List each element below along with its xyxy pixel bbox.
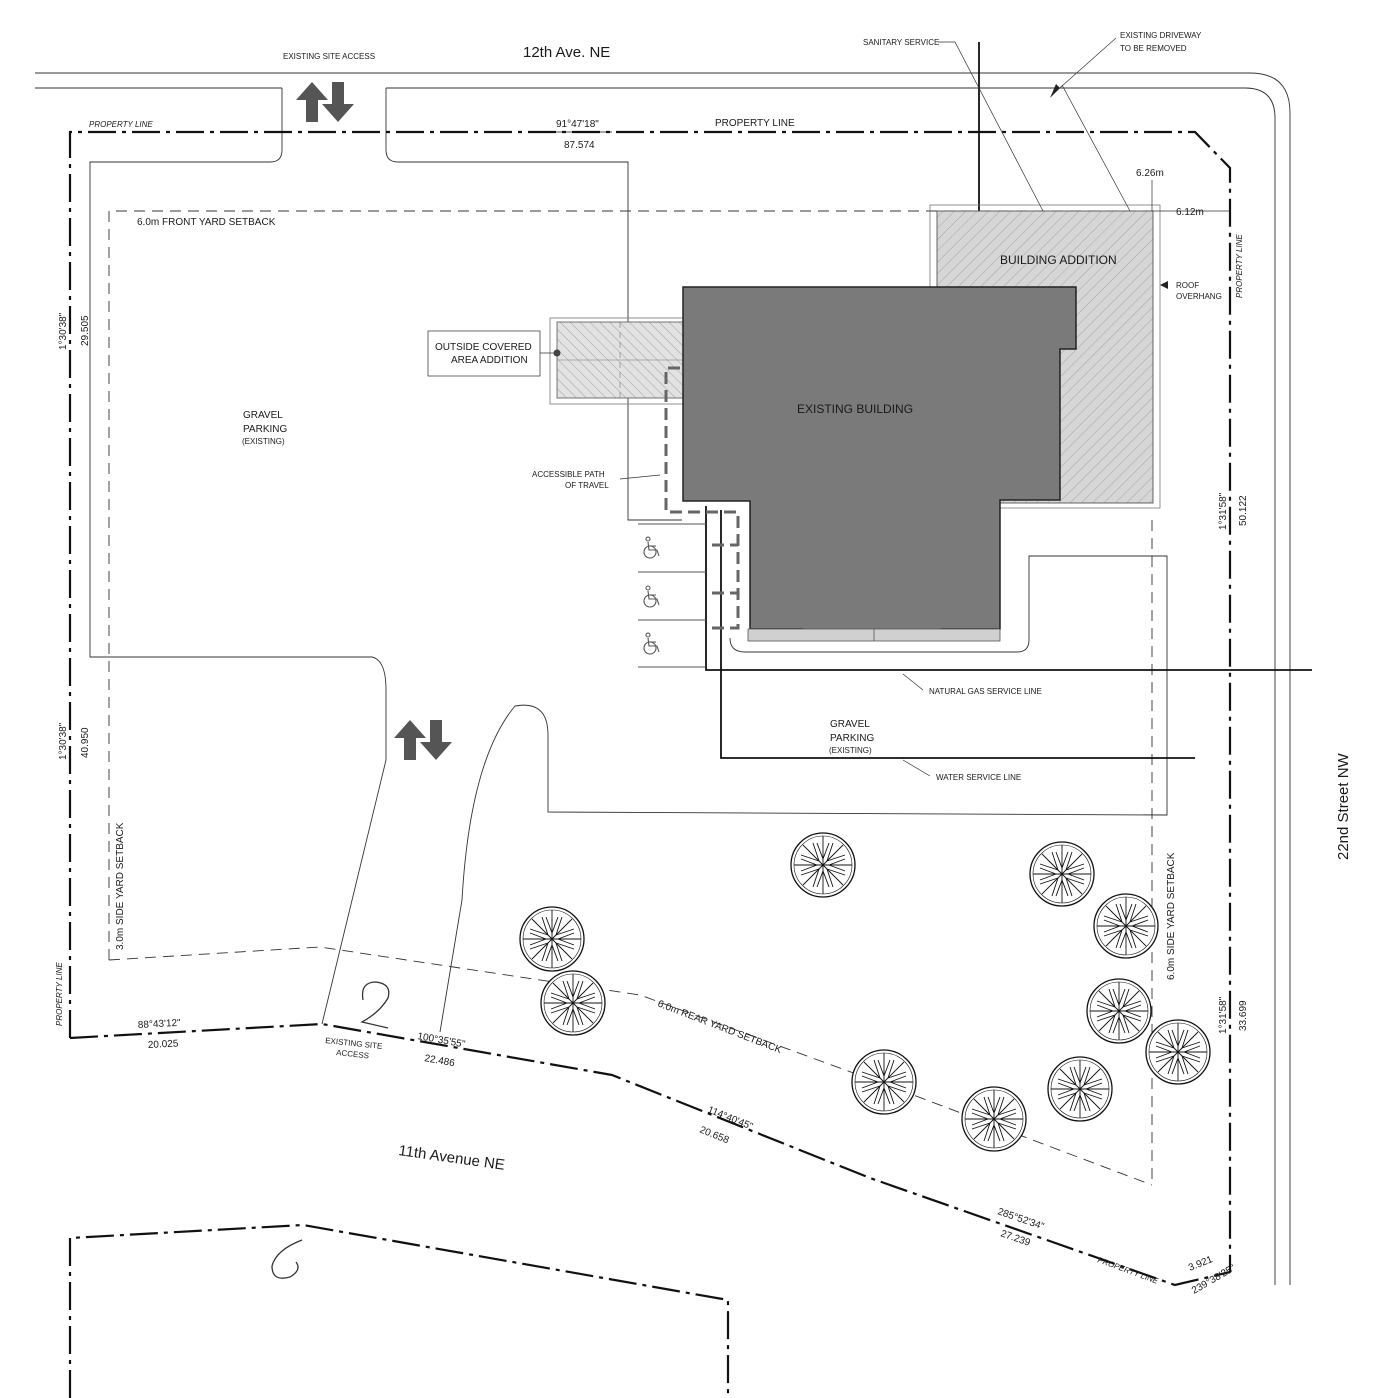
- road-edges: [35, 72, 1291, 1285]
- driveway-label-1: EXISTING DRIVEWAY: [1120, 31, 1202, 40]
- property-line: [68, 130, 1232, 1398]
- street-south: 11th Avenue NE: [397, 1142, 505, 1174]
- site-access-south-label-2: ACCESS: [336, 1048, 370, 1060]
- tree-icon: [1047, 1056, 1113, 1122]
- south1-bearing: 88°43'12": [138, 1018, 182, 1031]
- west-upper-bearing: 1°30'38": [58, 312, 69, 350]
- side-setback-west-label: 3.0m SIDE YARD SETBACK: [115, 822, 126, 950]
- natural-gas-label: NATURAL GAS SERVICE LINE: [929, 687, 1042, 696]
- offset-east: 6.12m: [1176, 207, 1204, 218]
- sanitary-label: SANITARY SERVICE: [863, 38, 939, 47]
- tree-icon: [961, 1086, 1027, 1152]
- south1-length: 20.025: [148, 1038, 180, 1051]
- west-lower-bearing: 1°30'38": [58, 722, 69, 760]
- south-driveway: [439, 555, 1168, 1033]
- gravel-label-west: GRAVEL: [243, 410, 283, 421]
- north-driveway: [89, 88, 682, 1025]
- north-access-arrows-icon: [296, 82, 354, 122]
- parking-label-west: PARKING: [243, 424, 287, 435]
- roof-overhang-label-2: OVERHANG: [1176, 292, 1222, 301]
- corner-length: 3.921: [1187, 1254, 1215, 1274]
- covered-area-label-2: AREA ADDITION: [451, 355, 528, 366]
- south2-length: 22.486: [423, 1053, 455, 1069]
- south3-length: 20.658: [698, 1125, 731, 1147]
- front-setback-label: 6.0m FRONT YARD SETBACK: [137, 217, 276, 228]
- trees: [519, 832, 1211, 1152]
- existing-label-west: (EXISTING): [242, 437, 285, 446]
- property-line-label: PROPERTY LINE: [1235, 234, 1244, 298]
- property-line-label: PROPERTY LINE: [1096, 1255, 1160, 1285]
- tree-icon: [519, 906, 585, 972]
- roof-overhang-label-1: ROOF: [1176, 281, 1199, 290]
- tree-icon: [1093, 893, 1159, 959]
- building-addition-label: BUILDING ADDITION: [1000, 253, 1117, 267]
- west-upper-length: 29.505: [80, 315, 91, 346]
- property-line-label: PROPERTY LINE: [715, 118, 795, 129]
- offset-north: 6.26m: [1136, 168, 1164, 179]
- north-length: 87.574: [564, 140, 595, 151]
- rear-setback-label: 6.0m REAR YARD SETBACK: [656, 999, 783, 1057]
- covered-area-label-1: OUTSIDE COVERED: [435, 342, 532, 353]
- dimensions: 91°47'18" 87.574 1°30'38" 29.505 1°30'38…: [58, 119, 1249, 1297]
- street-east: 22nd Street NW: [1335, 752, 1352, 860]
- east-lower-length: 33.699: [1238, 1000, 1249, 1031]
- wheelchair-icon: [643, 632, 660, 655]
- east-lower-bearing: 1°31'58": [1218, 996, 1229, 1034]
- accessible-path-label-2: OF TRAVEL: [565, 481, 609, 490]
- south-access-arrows-icon: [394, 720, 452, 760]
- south4-length: 27.239: [999, 1228, 1032, 1249]
- existing-label-east: (EXISTING): [829, 746, 872, 755]
- tree-icon: [1145, 1019, 1211, 1085]
- site-access-south-label-1: EXISTING SITE: [325, 1036, 383, 1051]
- water-label: WATER SERVICE LINE: [936, 773, 1021, 782]
- wheelchair-icon: [643, 585, 660, 608]
- tree-icon: [790, 832, 856, 898]
- east-upper-length: 50.122: [1238, 495, 1249, 526]
- north-bearing: 91°47'18": [556, 119, 599, 130]
- existing-building-label: EXISTING BUILDING: [797, 402, 913, 416]
- tree-icon: [851, 1049, 917, 1115]
- site-access-north-label: EXISTING SITE ACCESS: [283, 52, 375, 61]
- hydrant-icon: [271, 1239, 303, 1279]
- west-lower-length: 40.950: [80, 727, 91, 758]
- parking-label-east: PARKING: [830, 733, 874, 744]
- accessible-path: [664, 366, 740, 630]
- east-upper-bearing: 1°31'58": [1218, 492, 1229, 530]
- hydrant-icon: [360, 981, 390, 1029]
- covered-area: [549, 317, 686, 405]
- tree-icon: [540, 970, 606, 1036]
- south2-bearing: 100°35'55": [416, 1031, 466, 1050]
- tree-icon: [1086, 978, 1152, 1044]
- leaders: [540, 37, 1230, 777]
- accessible-stalls: [638, 523, 706, 668]
- gravel-label-east: GRAVEL: [830, 719, 870, 730]
- street-north: 12th Ave. NE: [523, 44, 610, 61]
- wheelchair-icon: [643, 536, 660, 559]
- tree-icon: [1029, 841, 1095, 907]
- driveway-label-2: TO BE REMOVED: [1120, 44, 1187, 53]
- property-line-label: PROPERTY LINE: [55, 962, 64, 1026]
- side-setback-east-label: 6.0m SIDE YARD SETBACK: [1166, 852, 1177, 980]
- accessible-path-label-1: ACCESSIBLE PATH: [532, 470, 605, 479]
- property-line-label: PROPERTY LINE: [89, 120, 153, 129]
- existing-building: [682, 286, 1077, 642]
